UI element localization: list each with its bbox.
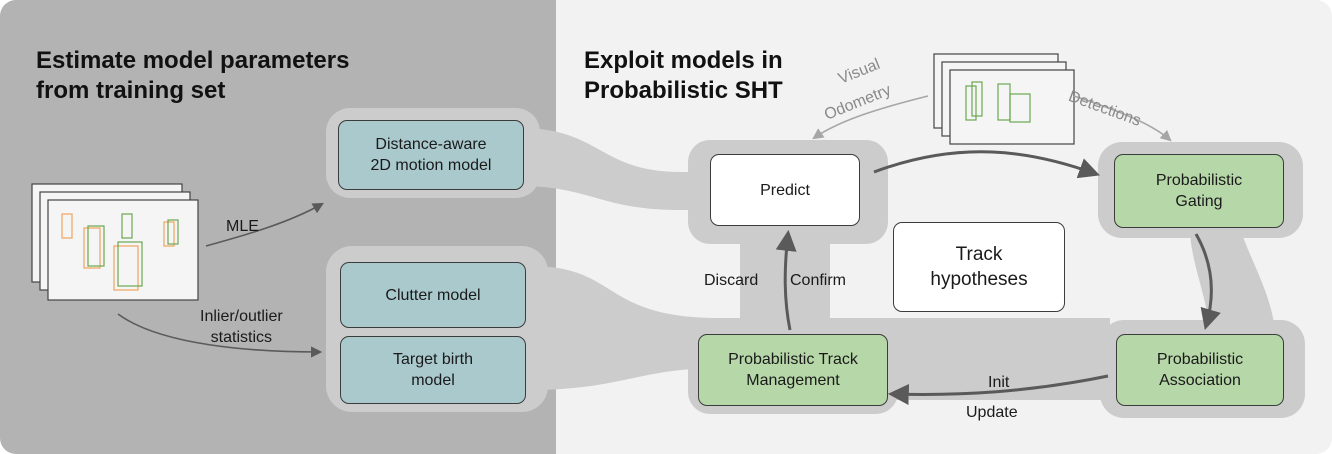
inlier-arrow (117, 313, 323, 358)
association-to-management-arrow (887, 374, 1109, 405)
odometry-arrow (812, 95, 929, 140)
update-label: Update (966, 404, 1018, 421)
management-to-predict-arrow (775, 229, 797, 331)
init-label: Init (988, 374, 1010, 391)
track-management-node: Probabilistic Track Management (698, 334, 888, 406)
mle-arrow (205, 202, 324, 247)
left-panel-title: Estimate model parameters from training … (36, 47, 350, 104)
track-hypotheses-node: Track hypotheses (893, 222, 1065, 312)
gating-node: Probabilistic Gating (1114, 154, 1284, 228)
inlier-outlier-label: Inlier/outlier statistics (200, 308, 283, 346)
detection-images-icon (933, 53, 1075, 145)
detections-arrow (1073, 95, 1172, 142)
mle-label: MLE (226, 218, 259, 235)
predict-to-gating-arrow (873, 150, 1100, 179)
motion-model-box: Distance-aware 2D motion model (338, 120, 524, 190)
gating-to-association-arrow (1194, 233, 1221, 331)
association-node: Probabilistic Association (1116, 334, 1284, 406)
confirm-label: Confirm (790, 272, 847, 289)
discard-label: Discard (704, 272, 759, 289)
clutter-model-box: Clutter model (340, 262, 526, 328)
right-panel-title: Exploit models in Probabilistic SHT (584, 47, 783, 104)
predict-node: Predict (710, 154, 860, 226)
target-birth-model-box: Target birth model (340, 336, 526, 404)
training-images-icon (31, 183, 199, 301)
